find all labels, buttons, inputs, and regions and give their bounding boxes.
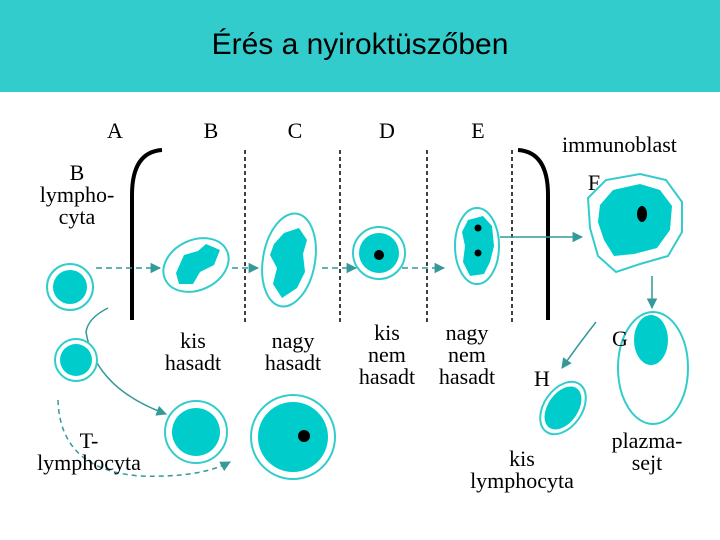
cell-small-lymphocyte — [539, 380, 587, 436]
small-cell-middle — [54, 338, 98, 382]
cell-type-nagy-nem-hasadt: nagy nem hasadt — [438, 320, 496, 389]
stage-label-h: H — [534, 366, 550, 391]
cell-immunoblast — [586, 172, 683, 274]
follicle-right-boundary — [517, 148, 550, 320]
stage-label-a: A — [107, 118, 123, 143]
cell-type-nagy-hasadt: nagy hasadt — [264, 328, 322, 375]
stage-label-g: G — [612, 326, 628, 351]
b-lymphocyte-label: B lympho- cyta — [39, 160, 115, 229]
plazmasejt-label: plazma- sejt — [611, 428, 683, 475]
stage-label-d: D — [379, 118, 395, 143]
cell-type-kis-hasadt: kis hasadt — [164, 328, 222, 375]
kis-lymphocyta-label: kis lymphocyta — [470, 446, 574, 493]
immunoblast-label: immunoblast — [562, 132, 677, 157]
bottom-cell-1 — [164, 400, 228, 464]
b-lymphocyte-cell — [46, 263, 94, 311]
arrow-b-to-lower — [85, 307, 167, 416]
arrow-t-dashed — [57, 399, 231, 477]
title-bar: Érés a nyiroktüszőben — [0, 0, 720, 92]
follicle-left-boundary — [130, 148, 163, 320]
stage-label-e: E — [471, 118, 485, 143]
cell-type-kis-nem-hasadt: kis nem hasadt — [358, 320, 416, 389]
bottom-cell-2 — [250, 394, 336, 480]
t-lymphocyte-label: T- lymphocyta — [37, 428, 141, 475]
page-title: Érés a nyiroktüszőben — [211, 28, 509, 61]
stage-label-f: F — [587, 170, 601, 195]
cell-plasma-precursor — [617, 311, 689, 425]
stage-label-b: B — [203, 118, 219, 143]
arrows — [57, 231, 658, 477]
cell-nagy-nem-hasadt — [454, 207, 500, 285]
cell-nagy-hasadt — [261, 212, 317, 308]
cell-kis-nem-hasadt — [352, 226, 406, 280]
stage-label-c: C — [287, 118, 303, 143]
cell-kis-hasadt — [162, 237, 230, 293]
arrow-curve-to-h — [561, 321, 597, 369]
